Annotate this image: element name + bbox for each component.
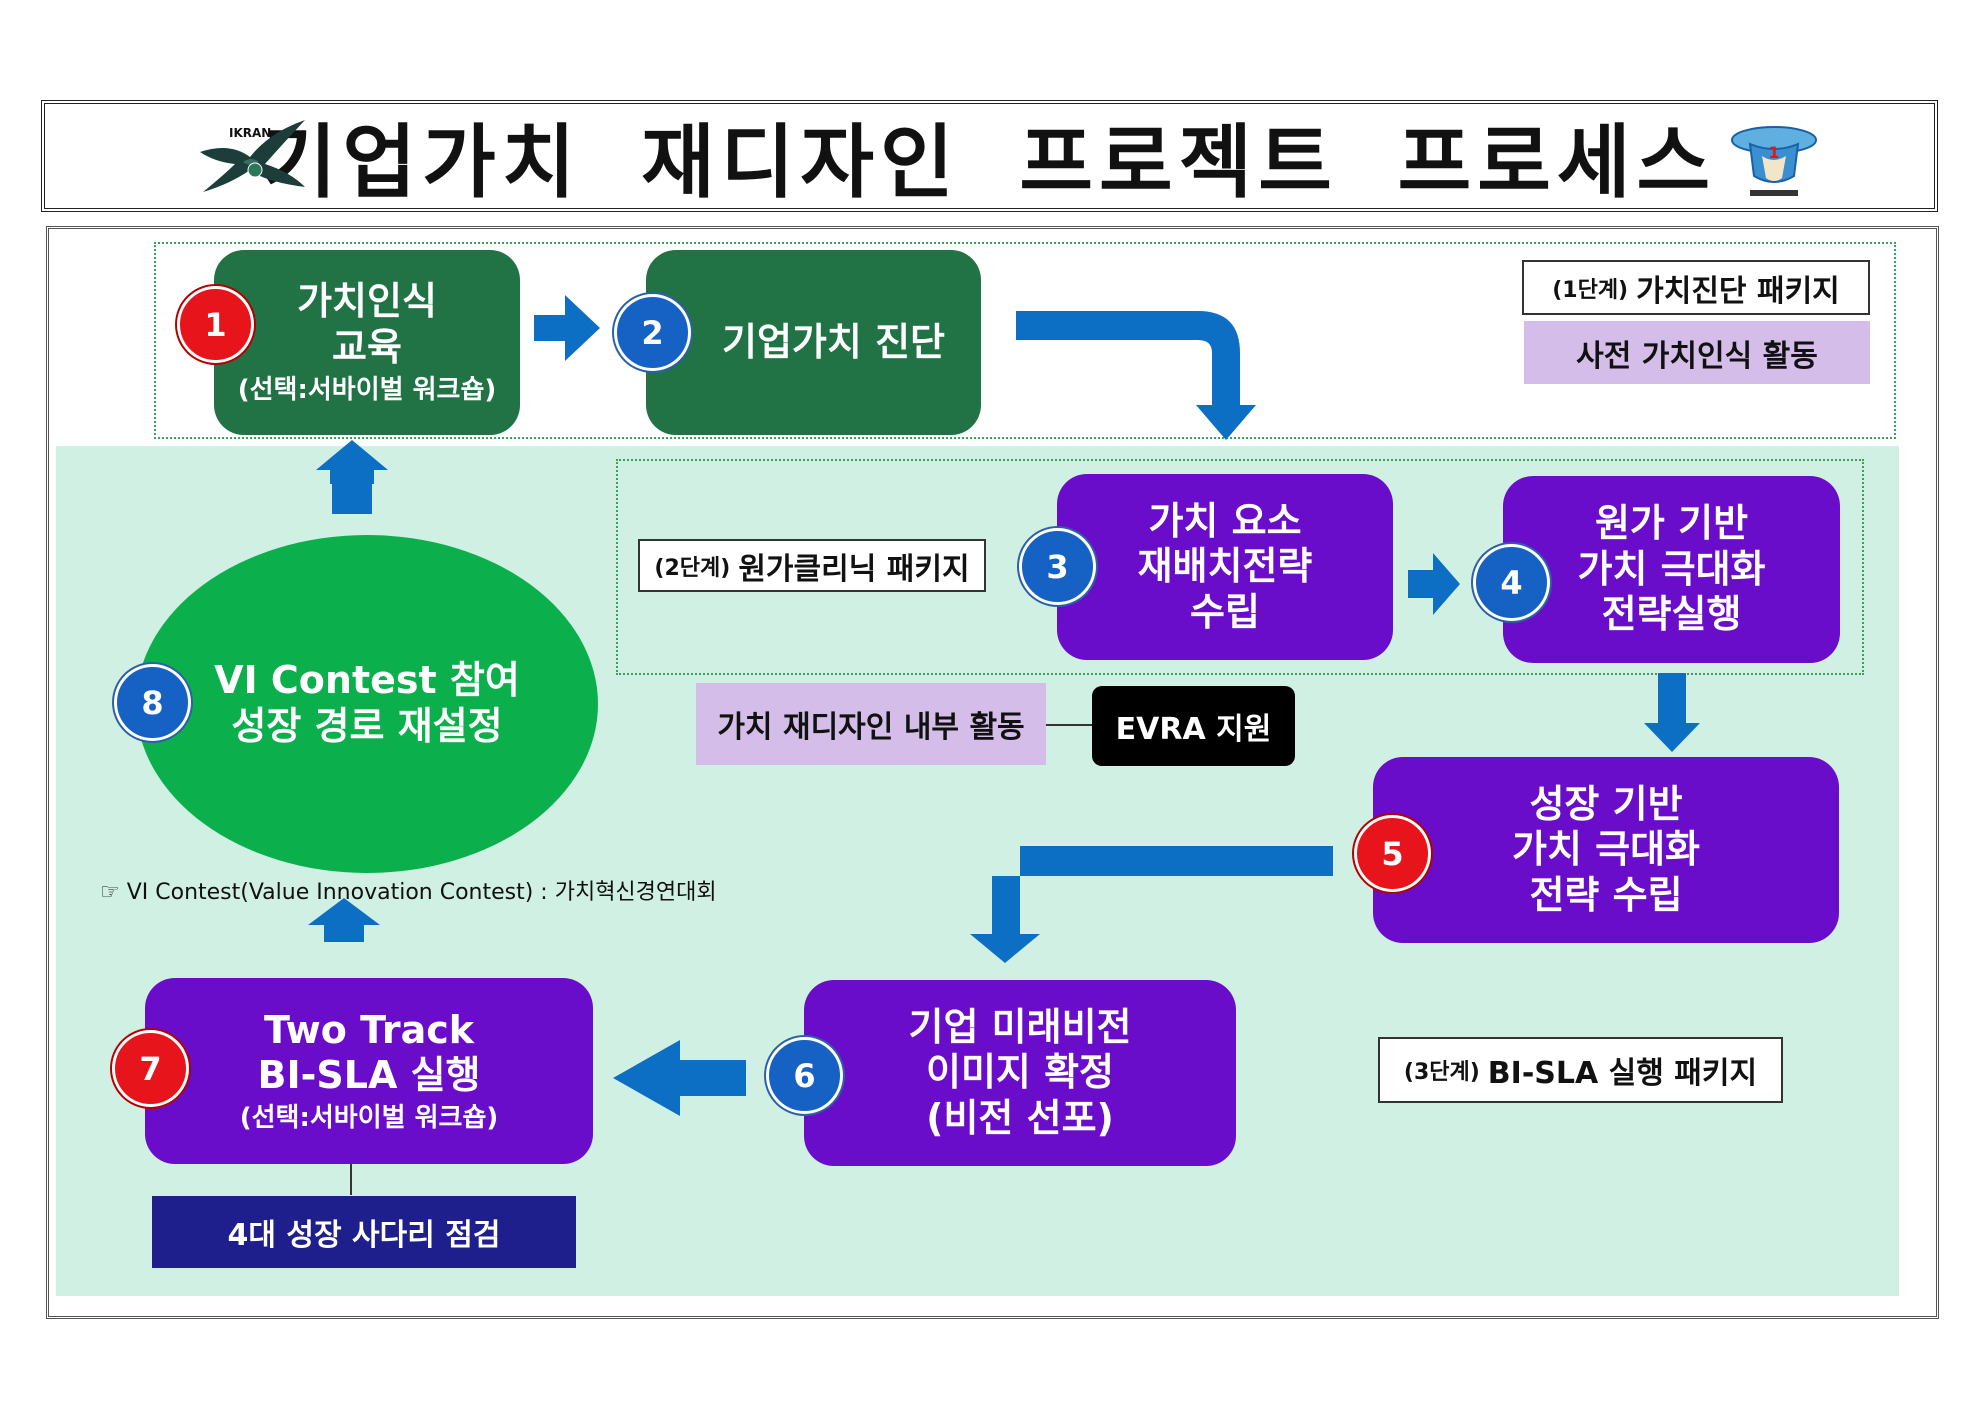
step-1-line1: 가치인식 xyxy=(297,279,437,324)
step-6-line1: 기업 미래비전 xyxy=(908,1004,1132,1049)
step-8-badge: 8 xyxy=(114,664,191,741)
stage1-tag: (1단계) xyxy=(1552,277,1629,303)
step-7-line2: BI-SLA 실행 xyxy=(257,1053,481,1098)
step-4-line1: 원가 기반 xyxy=(1594,501,1749,546)
stage1-activity: 사전 가치인식 활동 xyxy=(1524,321,1870,384)
step-7-line3: (선택:서바이벌 워크숍) xyxy=(239,1103,499,1133)
step-1-line2: 교육 xyxy=(332,324,402,369)
evra-support: EVRA 지원 xyxy=(1092,686,1295,766)
step-8-line1: VI Contest 참여 xyxy=(214,658,520,703)
stage3-tag: (3단계) xyxy=(1403,1060,1480,1085)
step-6-box: 기업 미래비전 이미지 확정 (비전 선포) xyxy=(804,980,1236,1166)
step-5-box: 성장 기반 가치 극대화 전략 수립 xyxy=(1373,757,1839,943)
stage2-tag: (2단계) xyxy=(654,555,731,581)
step-7-badge: 7 xyxy=(112,1030,189,1107)
stage1-name: 가치진단 패키지 xyxy=(1636,273,1840,309)
step-6-line2: 이미지 확정 xyxy=(925,1050,1115,1095)
step-5-line3: 전략 수립 xyxy=(1529,872,1683,917)
ladder-check: 4대 성장 사다리 점검 xyxy=(152,1196,576,1268)
step-3-badge: 3 xyxy=(1019,528,1096,605)
stage2-label: (2단계) 원가클리닉 패키지 xyxy=(638,539,986,592)
step-3-line3: 수립 xyxy=(1190,589,1260,634)
step-4-box: 원가 기반 가치 극대화 전략실행 xyxy=(1503,476,1840,663)
step-5-line2: 가치 극대화 xyxy=(1511,827,1701,872)
step-1-box: 가치인식 교육 (선택:서바이벌 워크숍) xyxy=(214,250,520,435)
step-6-badge: 6 xyxy=(766,1037,843,1114)
page-title: 기업가치 재디자인 프로젝트 프로세스 xyxy=(262,116,1717,209)
step-3-line1: 가치 요소 xyxy=(1148,498,1302,543)
title-frame: 기업가치 재디자인 프로젝트 프로세스 xyxy=(41,100,1938,212)
step-1-badge: 1 xyxy=(177,286,254,363)
step-8-ellipse: VI Contest 참여 성장 경로 재설정 xyxy=(136,535,598,873)
step-2-line1: 기업가치 진단 xyxy=(722,319,945,364)
step-7-line1: Two Track xyxy=(263,1007,475,1052)
step-5-badge: 5 xyxy=(1354,815,1431,892)
step-4-badge: 4 xyxy=(1473,544,1550,621)
step-5-line1: 성장 기반 xyxy=(1529,781,1683,826)
ikran-logo: IKRAN xyxy=(195,112,310,202)
step-2-badge: 2 xyxy=(614,294,691,371)
step-3-line2: 재배치전략 xyxy=(1137,544,1313,589)
stage1-label: (1단계) 가치진단 패키지 xyxy=(1522,260,1870,315)
stage2-region xyxy=(616,459,1864,675)
ikran-logo-text: IKRAN xyxy=(229,126,272,140)
step-4-line2: 가치 극대화 xyxy=(1577,546,1766,591)
firstman-emblem: 1 xyxy=(1728,106,1820,204)
step-1-line3: (선택:서바이벌 워크숍) xyxy=(237,374,497,405)
step-8-line2: 성장 경로 재설정 xyxy=(231,704,503,748)
svg-text:1: 1 xyxy=(1768,143,1779,162)
step-6-line3: (비전 선포) xyxy=(926,1095,1114,1140)
step-4-line3: 전략실행 xyxy=(1601,592,1742,637)
step-2-box: 기업가치 진단 xyxy=(646,250,981,435)
stage3-name: BI-SLA 실행 패키지 xyxy=(1487,1056,1758,1091)
stage2-name: 원가클리닉 패키지 xyxy=(738,551,970,587)
footnote: ☞ VI Contest(Value Innovation Contest) :… xyxy=(100,880,717,905)
stage2-activity: 가치 재디자인 내부 활동 xyxy=(696,683,1046,765)
step-7-box: Two Track BI-SLA 실행 (선택:서바이벌 워크숍) xyxy=(145,978,593,1164)
stage3-label: (3단계) BI-SLA 실행 패키지 xyxy=(1378,1037,1783,1103)
step-3-box: 가치 요소 재배치전략 수립 xyxy=(1057,474,1393,660)
